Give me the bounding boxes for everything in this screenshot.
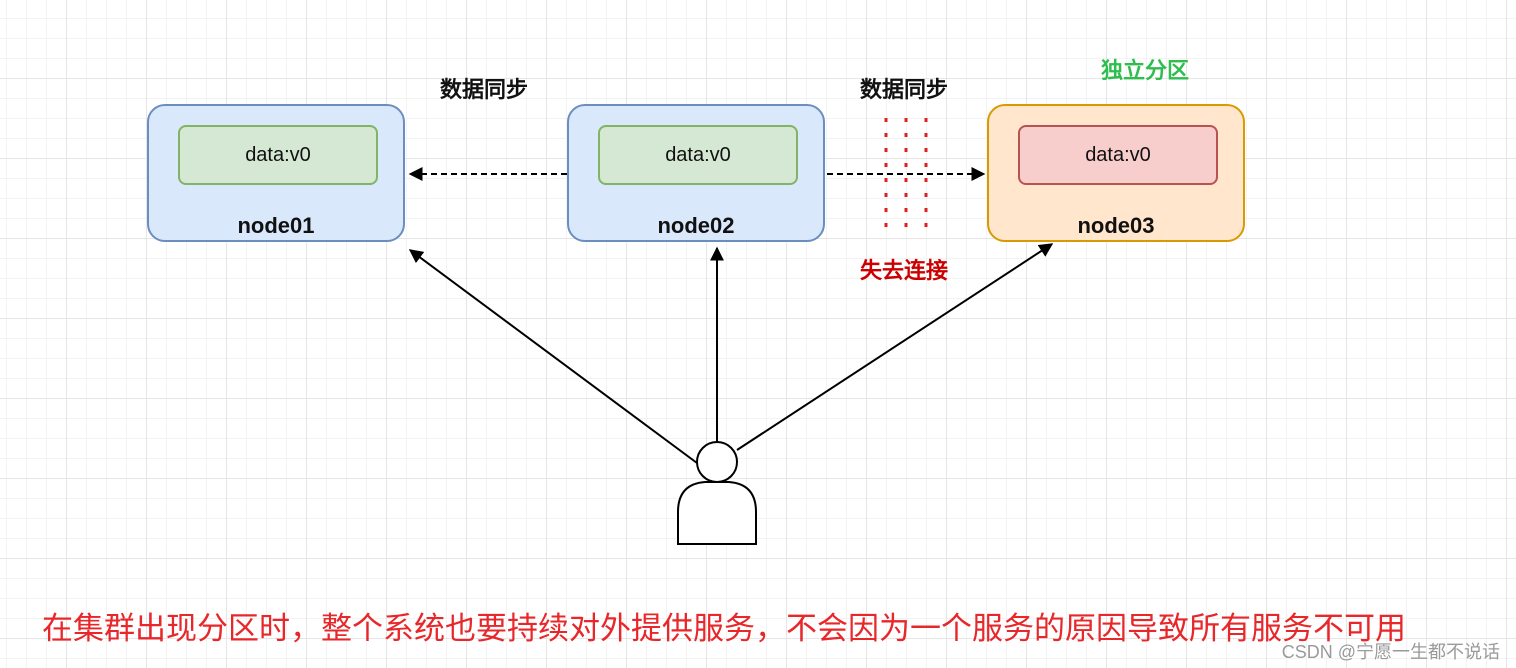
partition-label: 独立分区 [1101, 58, 1190, 83]
caption: 在集群出现分区时，整个系统也要持续对外提供服务，不会因为一个服务的原因导致所有服… [42, 611, 1406, 646]
node01-label: node01 [237, 213, 315, 238]
user-icon [677, 441, 757, 545]
node02-label: node02 [657, 213, 735, 238]
watermark: CSDN @宁愿一生都不说话 [1281, 642, 1500, 662]
node02-box: data:v0 node02 [567, 104, 825, 242]
sync-label-left: 数据同步 [440, 77, 529, 102]
disconnect-label: 失去连接 [860, 258, 949, 283]
node03-data: data:v0 [1018, 125, 1218, 185]
node01-box: data:v0 node01 [147, 104, 405, 242]
node02-data: data:v0 [598, 125, 798, 185]
node03-label: node03 [1077, 213, 1155, 238]
node01-data: data:v0 [178, 125, 378, 185]
request-arrow-to-node01 [408, 249, 698, 464]
request-arrow-to-node03 [736, 243, 1054, 451]
sync-label-right: 数据同步 [860, 77, 949, 102]
node03-box: data:v0 node03 [987, 104, 1245, 242]
partition-barrier [884, 118, 928, 235]
